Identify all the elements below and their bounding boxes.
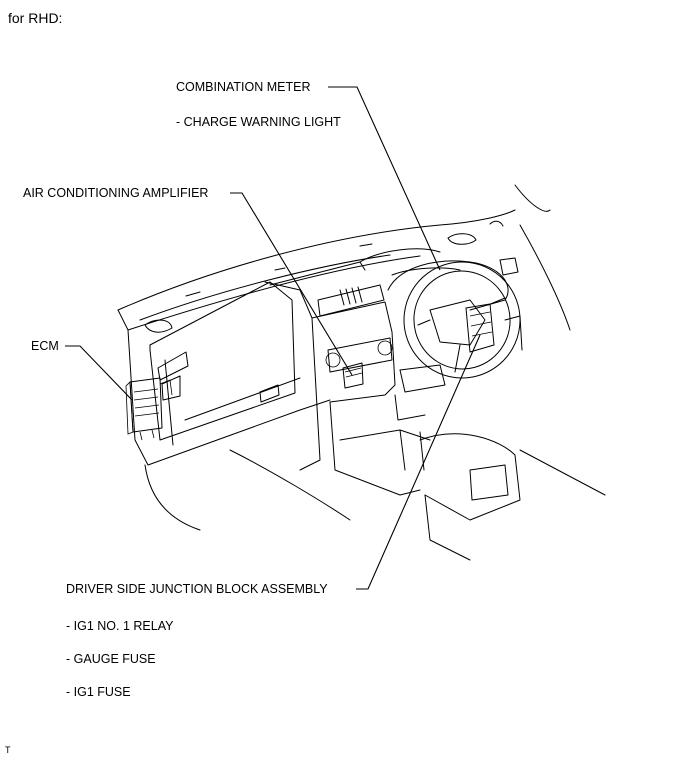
leader-combination-meter bbox=[328, 86, 441, 271]
label-ig1-fuse: - IG1 FUSE bbox=[66, 685, 131, 699]
ecm-part bbox=[125, 377, 173, 441]
figure-code: T bbox=[5, 745, 11, 755]
windshield-and-upper-dash bbox=[117, 184, 571, 333]
label-driver-side-junction-block: DRIVER SIDE JUNCTION BLOCK ASSEMBLY bbox=[66, 582, 328, 596]
leader-junction-block bbox=[356, 334, 481, 590]
label-charge-warning-light: - CHARGE WARNING LIGHT bbox=[176, 115, 341, 129]
label-ig1-no1-relay: - IG1 NO. 1 RELAY bbox=[66, 619, 174, 633]
ac-amplifier-part bbox=[342, 362, 364, 389]
label-combination-meter: COMBINATION METER bbox=[176, 80, 311, 94]
dashboard-body bbox=[127, 248, 441, 471]
leader-ac-amplifier bbox=[230, 192, 353, 376]
center-console-and-floor bbox=[144, 364, 606, 561]
label-air-conditioning-amplifier: AIR CONDITIONING AMPLIFIER bbox=[23, 186, 209, 200]
label-ecm: ECM bbox=[31, 339, 59, 353]
leader-lines bbox=[65, 86, 481, 590]
steering-and-meter bbox=[387, 257, 523, 379]
label-gauge-fuse: - GAUGE FUSE bbox=[66, 652, 156, 666]
leader-ecm bbox=[65, 345, 133, 401]
page-title: for RHD: bbox=[8, 10, 63, 26]
